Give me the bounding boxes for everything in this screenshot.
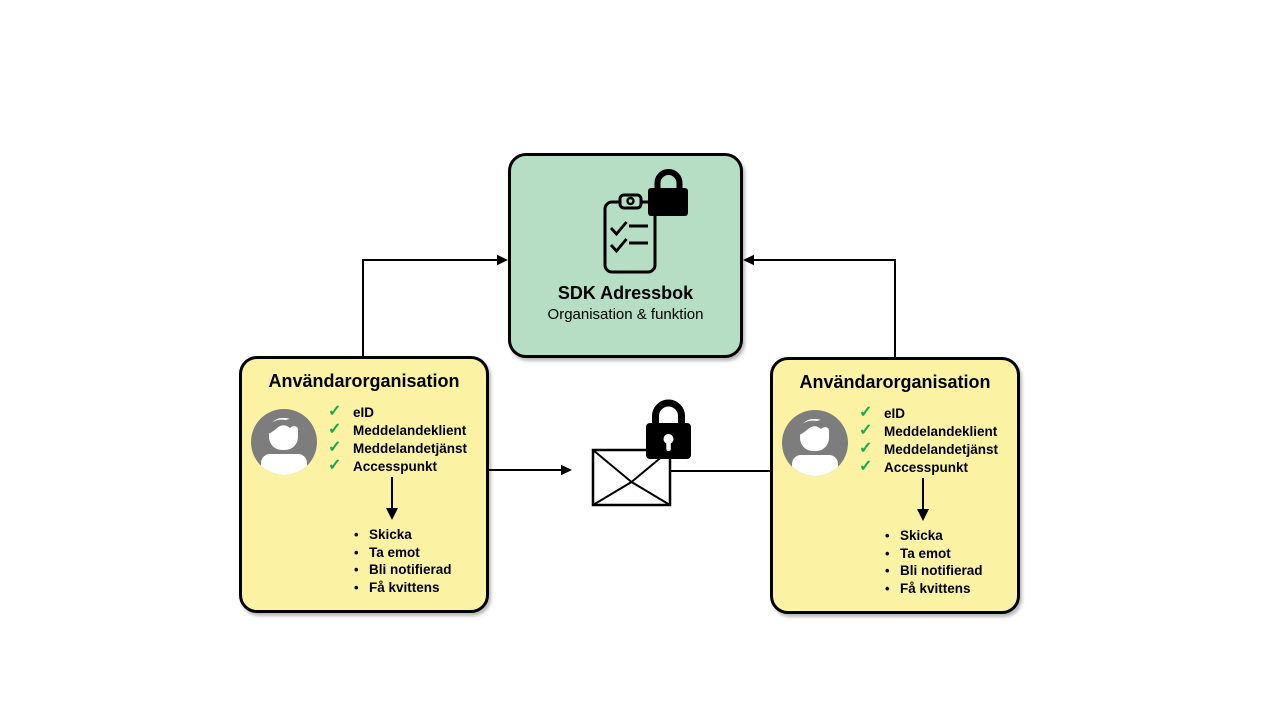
capability-list: ✓ eID ✓ Meddelandeklient ✓ Meddelandetjä… [859,404,998,476]
down-arrow-icon [386,477,398,520]
action-label: Få kvittens [900,580,971,596]
bullet-icon: • [885,580,890,596]
capability-label: Meddelandeklient [353,422,467,438]
check-icon: ✓ [859,404,873,421]
user-org-box-left: Användarorganisation ✓ eID ✓ Meddelandek… [239,356,489,613]
clipboard-lock-icon [603,169,688,274]
action-item: • Få kvittens [885,580,983,598]
padlock-icon [646,399,691,459]
clipboard-icon [603,193,657,274]
capability-label: eID [353,404,375,420]
capability-label: Accesspunkt [353,458,438,474]
capability-label: Meddelandeklient [884,423,998,439]
action-label: Bli notifierad [369,562,452,578]
org-title: Användarorganisation [268,371,460,391]
action-item: • Bli notifierad [354,561,452,579]
sdk-addressbook-subtitle: Organisation & funktion [547,306,704,323]
down-arrow-icon [917,478,929,521]
capability-item: ✓ Accesspunkt [328,457,467,475]
person-icon [251,409,317,475]
action-label: Ta emot [900,545,951,561]
padlock-icon [648,169,688,216]
envelope-icon [591,448,672,507]
connector-right-to-addressbook [754,259,896,357]
capability-item: ✓ eID [328,403,467,421]
check-icon: ✓ [328,439,342,456]
capability-label: eID [884,405,906,421]
org-title: Användarorganisation [799,372,991,392]
capability-label: Meddelandetjänst [353,440,468,456]
check-icon: ✓ [328,403,342,420]
action-item: • Få kvittens [354,579,452,597]
bullet-icon: • [354,544,359,560]
capability-item: ✓ Meddelandetjänst [328,439,467,457]
secure-message-icon [591,399,691,507]
capability-item: ✓ Accesspunkt [859,458,998,476]
arrowhead-into-addressbook-left [497,254,508,266]
bullet-icon: • [354,579,359,595]
action-label: Ta emot [369,544,420,560]
sdk-addressbook-box: SDK Adressbok Organisation & funktion [508,153,743,358]
capability-list: ✓ eID ✓ Meddelandeklient ✓ Meddelandetjä… [328,403,467,475]
bullet-icon: • [885,545,890,561]
action-label: Skicka [369,527,412,543]
check-icon: ✓ [328,457,342,474]
action-item: • Skicka [885,527,983,545]
sdk-addressbook-title: SDK Adressbok [557,283,694,303]
action-item: • Skicka [354,526,452,544]
capability-item: ✓ Meddelandeklient [328,421,467,439]
check-icon: ✓ [859,458,873,475]
check-icon: ✓ [859,440,873,457]
capability-label: Accesspunkt [884,459,969,475]
capability-item: ✓ Meddelandeklient [859,422,998,440]
bullet-icon: • [885,528,890,544]
person-icon [782,410,848,476]
capability-label: Meddelandetjänst [884,441,999,457]
action-label: Få kvittens [369,579,440,595]
action-item: • Bli notifierad [885,562,983,580]
check-icon: ✓ [859,422,873,439]
bullet-icon: • [885,563,890,579]
check-icon: ✓ [328,421,342,438]
arrowhead-into-addressbook-right [743,254,754,266]
action-list: • Skicka • Ta emot • Bli notifierad • Få… [885,527,983,597]
connector-left-to-addressbook [362,259,498,356]
bullet-icon: • [354,562,359,578]
capability-item: ✓ eID [859,404,998,422]
action-label: Skicka [900,528,943,544]
action-list: • Skicka • Ta emot • Bli notifierad • Få… [354,526,452,596]
user-org-box-right: Användarorganisation ✓ eID ✓ Meddelandek… [770,357,1020,614]
bullet-icon: • [354,527,359,543]
arrowhead-into-message [561,464,572,476]
action-item: • Ta emot [885,545,983,563]
action-item: • Ta emot [354,544,452,562]
action-label: Bli notifierad [900,563,983,579]
capability-item: ✓ Meddelandetjänst [859,440,998,458]
